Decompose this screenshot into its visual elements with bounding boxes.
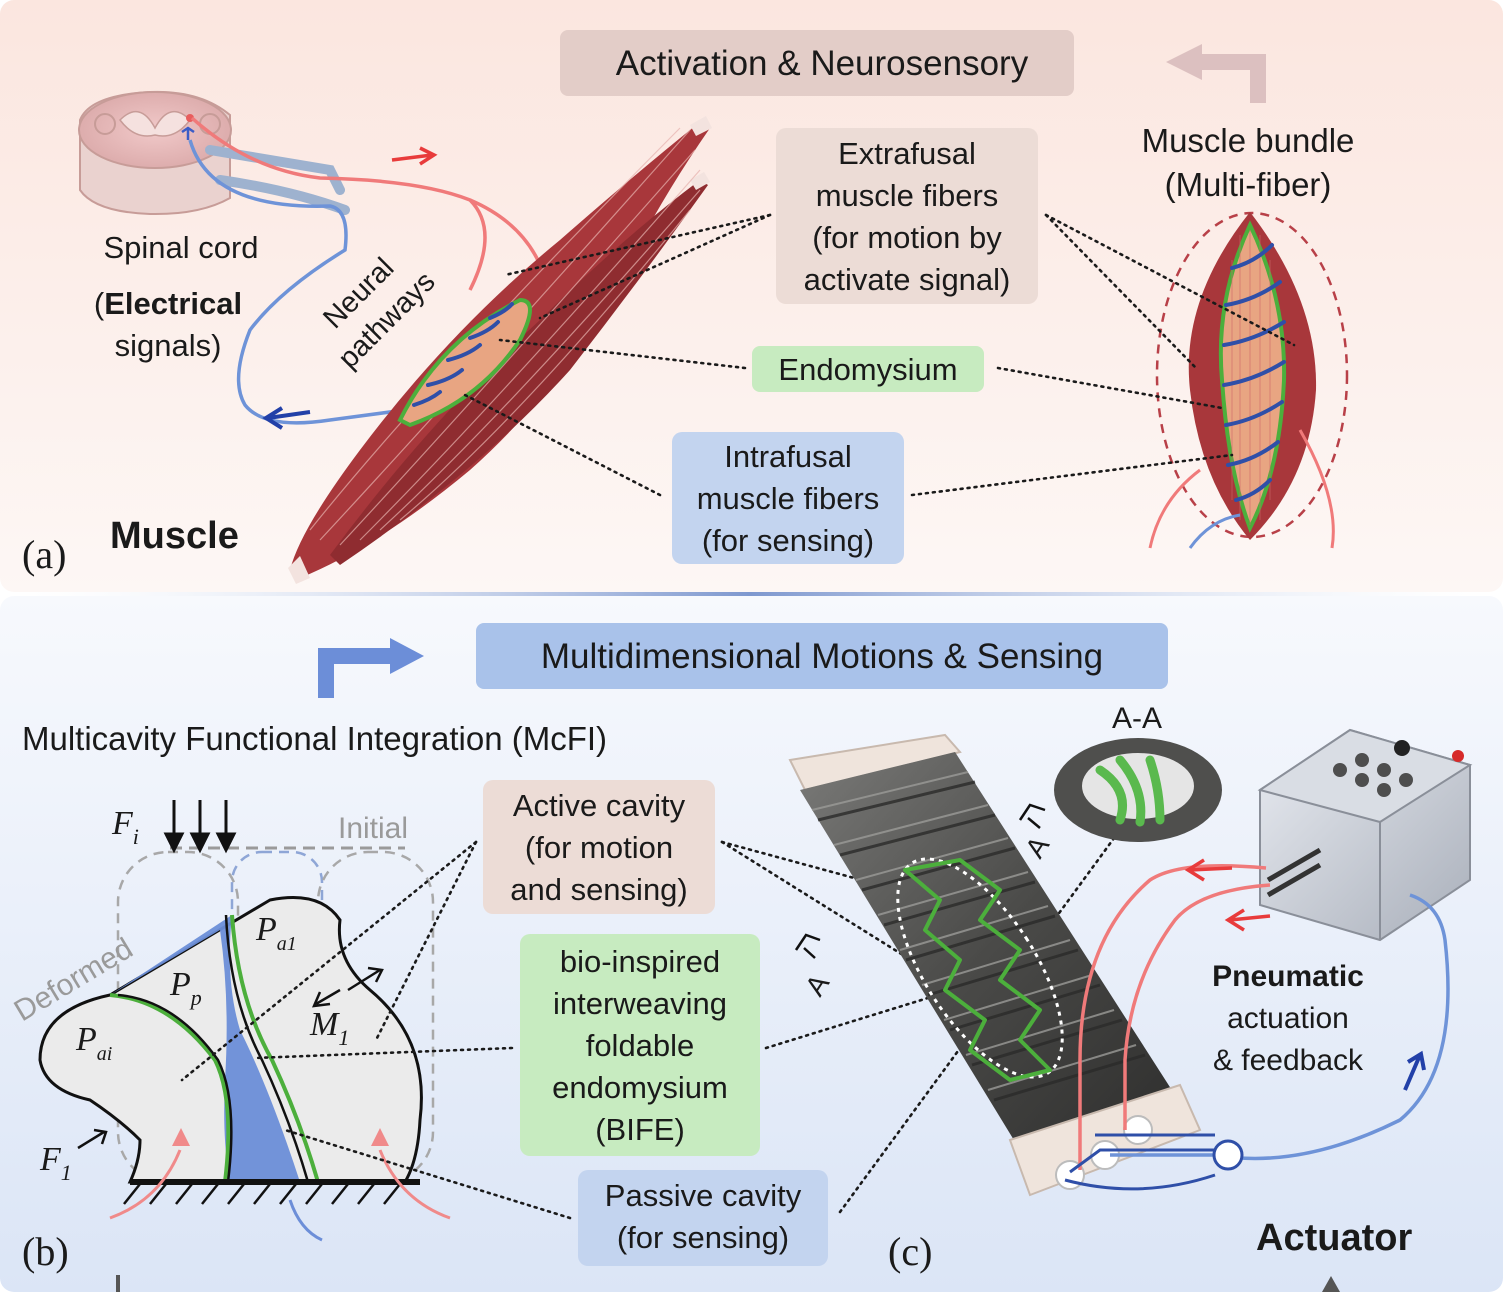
bife-line-2: interweaving xyxy=(553,986,727,1021)
pai-main: P xyxy=(75,1021,97,1058)
pneumatic-line-2 xyxy=(1123,883,1271,1130)
intrafusal-text: Intrafusal muscle fibers (for sensing) xyxy=(697,439,880,558)
extrafusal-line-1: Extrafusal xyxy=(838,136,976,171)
passive-cavity-box xyxy=(578,1170,828,1266)
active-line-2: (for motion xyxy=(525,830,673,865)
panel-a-leaders xyxy=(463,213,1296,497)
feedback-corner-arrow xyxy=(1198,54,1266,103)
bife-box xyxy=(520,934,760,1156)
muscle-bundle-illustration xyxy=(1148,211,1349,549)
control-box-illustration xyxy=(1257,728,1473,942)
initial-label: Initial xyxy=(338,812,408,845)
intrafusal-box xyxy=(672,432,904,564)
activation-header: Activation & Neurosensory xyxy=(616,44,1029,83)
pneumatic-line-2-text: actuation xyxy=(1227,1002,1349,1035)
pa1-symbol: Pa1 xyxy=(255,911,297,955)
sensory-signal-arrow xyxy=(262,406,311,430)
motor-nerve-path xyxy=(190,116,487,291)
signals-paren: ( xyxy=(94,286,105,321)
fi-main: F xyxy=(111,805,134,842)
f1-sub: 1 xyxy=(61,1160,72,1185)
intrafusal-line-1: Intrafusal xyxy=(724,439,852,474)
m1-sub: 1 xyxy=(338,1025,349,1050)
panel-separator xyxy=(30,592,1470,596)
bife-line-4: endomysium xyxy=(552,1070,728,1105)
feedback-line xyxy=(1110,893,1450,1161)
pp-sub: p xyxy=(189,985,202,1010)
active-line-1: Active cavity xyxy=(513,788,686,823)
pa1-main: P xyxy=(255,911,277,948)
bundle-line-1: Muscle bundle xyxy=(1142,122,1355,159)
activation-header-box xyxy=(560,30,1074,96)
intrafusal-line-2: muscle fibers xyxy=(697,481,880,516)
passive-cavity-text: Passive cavity (for sensing) xyxy=(605,1178,802,1255)
pneumatic-line-1 xyxy=(1078,863,1267,1170)
section-view-icon xyxy=(1054,738,1222,842)
intrafusal-line-3: (for sensing) xyxy=(702,523,874,558)
pai-sub: ai xyxy=(97,1043,113,1065)
actuator-title: Actuator xyxy=(1256,1217,1412,1259)
signals-bold: Electrical xyxy=(104,286,242,321)
muscle-illustration xyxy=(288,116,712,584)
bife-line-1: bio-inspired xyxy=(560,944,720,979)
f1-symbol: F1 xyxy=(39,1141,72,1185)
air-flow-arrow-2 xyxy=(1224,908,1271,932)
active-line-3: and sensing) xyxy=(510,872,688,907)
extrafusal-line-4: activate signal) xyxy=(804,262,1011,297)
passive-line-1: Passive cavity xyxy=(605,1178,802,1213)
motion-corner-arrow xyxy=(318,648,396,698)
bundle-line-2: (Multi-fiber) xyxy=(1165,166,1332,203)
passive-line-2: (for sensing) xyxy=(617,1220,789,1255)
m1-symbol: M1 xyxy=(309,1006,349,1050)
panel-c-label: (c) xyxy=(888,1229,932,1274)
extrafusal-line-3: (for motion by xyxy=(812,220,1002,255)
bife-text: bio-inspired interweaving foldable endom… xyxy=(552,944,728,1147)
spinal-cord-label: Spinal cord xyxy=(103,230,258,265)
extrafusal-text: Extrafusal muscle fibers (for motion by … xyxy=(804,136,1011,297)
pa1-sub: a1 xyxy=(277,933,297,955)
motion-header-box xyxy=(476,623,1168,689)
panel-b-label: (b) xyxy=(22,1229,69,1274)
feedback-arrow xyxy=(1403,1050,1426,1091)
sensor-node xyxy=(1212,1139,1244,1171)
motor-signal-arrow xyxy=(391,146,438,166)
f1-main: F xyxy=(39,1141,62,1178)
motion-corner-arrowhead xyxy=(390,638,424,674)
bottom-stub-right xyxy=(1322,1276,1340,1292)
feedback-corner-arrowhead xyxy=(1166,44,1202,80)
pp-symbol: Pp xyxy=(169,966,202,1010)
motion-header: Multidimensional Motions & Sensing xyxy=(541,637,1103,676)
sensory-nerve-path xyxy=(188,139,421,425)
endomysium-label: Endomysium xyxy=(778,352,957,387)
electrical-signals-line1: (Electrical xyxy=(94,286,242,321)
pp-main: P xyxy=(169,966,191,1003)
pneumatic-bold: Pneumatic xyxy=(1212,960,1364,993)
air-flow-arrow-1 xyxy=(1184,858,1233,882)
muscle-title: Muscle xyxy=(110,515,239,557)
active-cavity-box xyxy=(483,780,715,914)
fi-symbol: Fi xyxy=(111,805,139,849)
pneumatic-line-3-text: & feedback xyxy=(1213,1044,1364,1077)
m1-main: M xyxy=(309,1006,340,1043)
pai-symbol: Pai xyxy=(75,1021,112,1065)
sensor-loop xyxy=(1064,1133,1216,1191)
active-cavity-text: Active cavity (for motion and sensing) xyxy=(510,788,688,907)
mcfi-heading: Multicavity Functional Integration (McFI… xyxy=(22,720,607,757)
fi-sub: i xyxy=(133,824,139,849)
bife-line-5: (BIFE) xyxy=(595,1112,685,1147)
section-label: A-A xyxy=(1112,702,1162,735)
electrical-signals-line2: signals) xyxy=(115,328,222,363)
extrafusal-line-2: muscle fibers xyxy=(816,178,999,213)
bife-line-3: foldable xyxy=(586,1028,695,1063)
panel-a-label: (a) xyxy=(22,532,66,577)
endomysium-box xyxy=(752,346,984,392)
extrafusal-box xyxy=(776,128,1038,304)
